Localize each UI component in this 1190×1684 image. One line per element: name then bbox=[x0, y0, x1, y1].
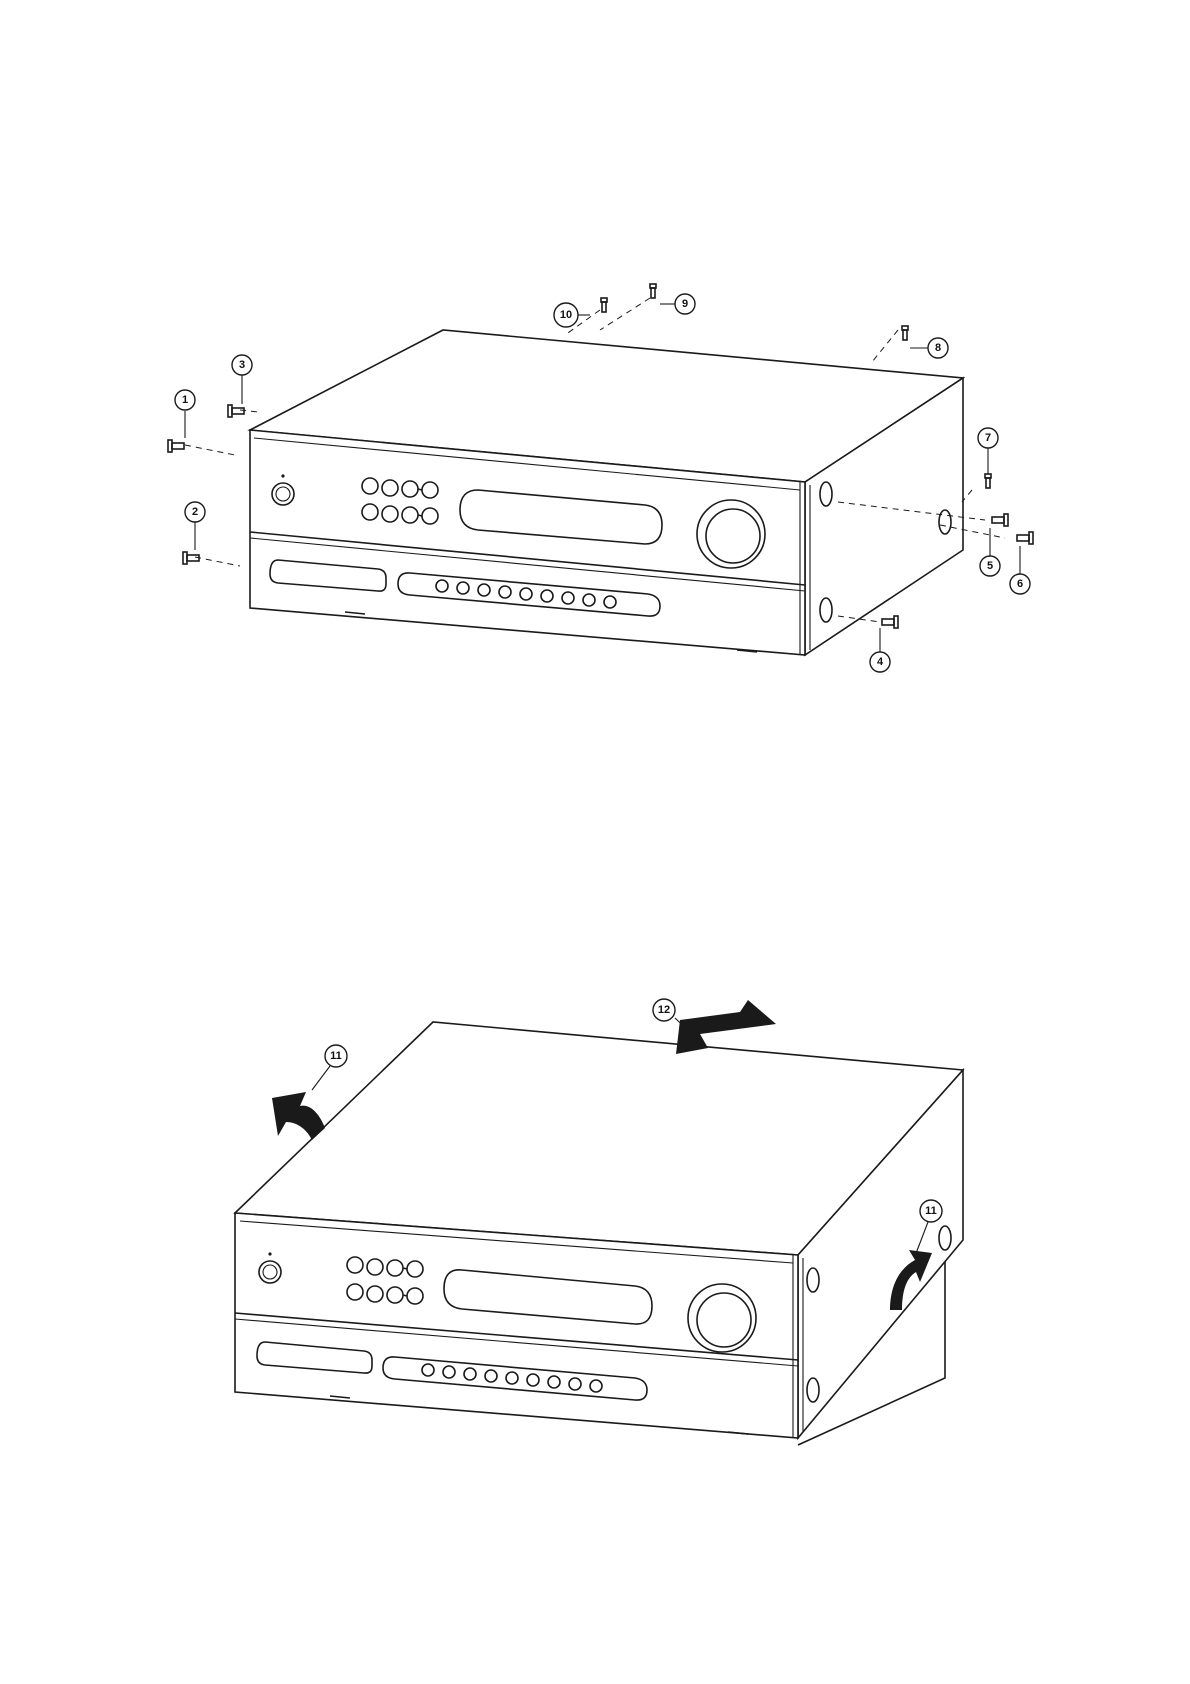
svg-text:2: 2 bbox=[192, 506, 198, 518]
callout-1: 1 bbox=[175, 390, 195, 410]
screw-icon bbox=[168, 440, 184, 452]
callout-8: 8 bbox=[928, 338, 948, 358]
callout-9: 9 bbox=[675, 294, 695, 314]
screw-icon bbox=[882, 616, 898, 628]
svg-text:12: 12 bbox=[658, 1004, 670, 1016]
callout-12: 12 bbox=[653, 999, 675, 1021]
callout-2: 2 bbox=[185, 502, 205, 522]
callout-3: 3 bbox=[232, 355, 252, 375]
svg-text:5: 5 bbox=[987, 560, 993, 572]
svg-text:8: 8 bbox=[935, 342, 941, 354]
screw-icon bbox=[601, 298, 607, 312]
screw-icon bbox=[650, 284, 656, 298]
screw-icon bbox=[985, 474, 991, 488]
callout-4: 4 bbox=[870, 652, 890, 672]
receiver-top-view bbox=[250, 330, 963, 655]
svg-text:6: 6 bbox=[1017, 578, 1023, 590]
svg-text:11: 11 bbox=[925, 1205, 937, 1217]
svg-text:4: 4 bbox=[877, 656, 884, 668]
callout-7: 7 bbox=[978, 428, 998, 448]
screw-icon bbox=[228, 405, 244, 417]
screw-icon bbox=[1017, 532, 1033, 544]
screw-icon bbox=[902, 326, 908, 340]
svg-text:1: 1 bbox=[182, 394, 188, 406]
receiver-bottom-view bbox=[235, 1022, 963, 1445]
callout-6: 6 bbox=[1010, 574, 1030, 594]
arrow-up-right-icon bbox=[676, 1000, 776, 1054]
svg-text:11: 11 bbox=[330, 1050, 342, 1062]
svg-text:9: 9 bbox=[682, 298, 688, 310]
svg-text:7: 7 bbox=[985, 432, 991, 444]
svg-text:3: 3 bbox=[239, 359, 245, 371]
arrow-up-left-icon bbox=[272, 1092, 325, 1140]
callout-10: 10 bbox=[554, 303, 578, 327]
callout-11-right: 11 bbox=[920, 1200, 942, 1222]
screw-icon bbox=[992, 514, 1008, 526]
callout-11-left: 11 bbox=[325, 1045, 347, 1067]
callout-5: 5 bbox=[980, 556, 1000, 576]
svg-text:10: 10 bbox=[560, 309, 572, 321]
screw-icon bbox=[183, 552, 199, 564]
